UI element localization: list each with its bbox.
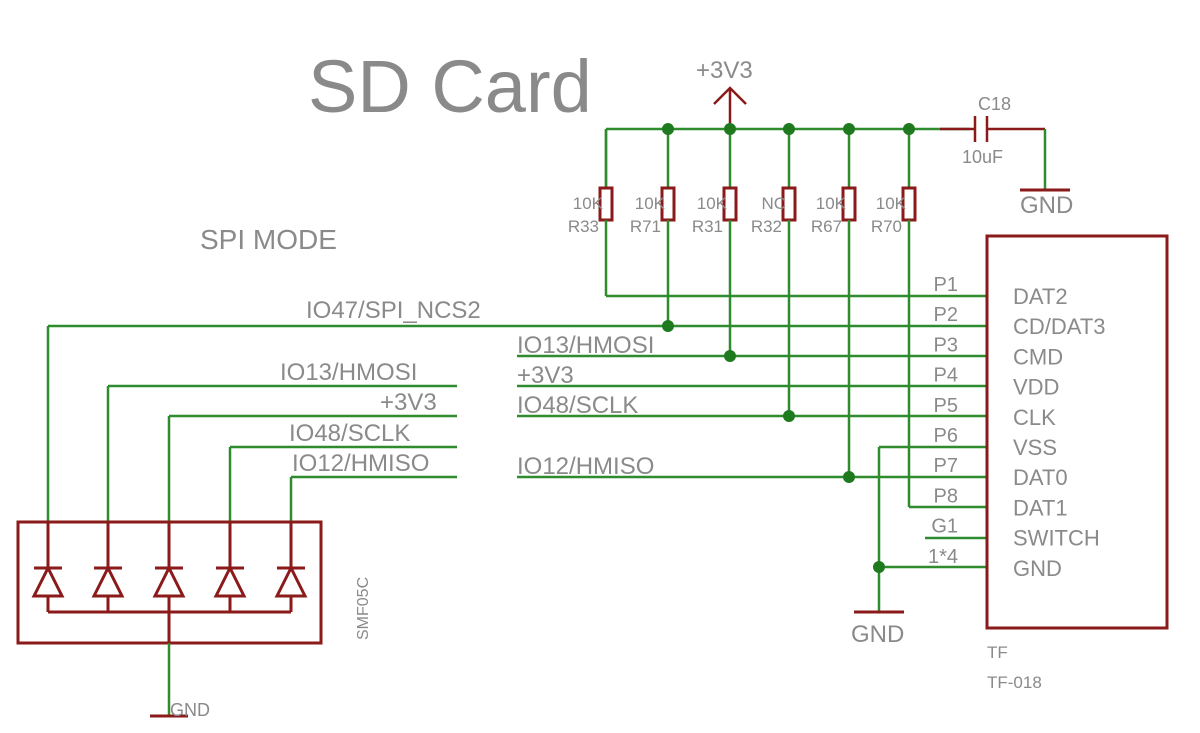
connector-pin: P3 CMD bbox=[934, 334, 1064, 369]
connector-name: TF bbox=[987, 643, 1008, 662]
resistor-value: 10K bbox=[635, 194, 666, 213]
resistor-ref: R31 bbox=[692, 217, 723, 236]
net-label-3v3: +3V3 bbox=[517, 362, 574, 389]
tvs-diode bbox=[31, 522, 65, 612]
resistor-value: 10K bbox=[876, 194, 907, 213]
pin-number: P1 bbox=[934, 274, 958, 296]
pin-name: DAT2 bbox=[1013, 284, 1068, 309]
connector-pin: P5 CLK bbox=[934, 395, 1057, 430]
resistor-value: 10K bbox=[816, 194, 847, 213]
pin-number: P8 bbox=[934, 485, 958, 507]
pin-name: VSS bbox=[1013, 435, 1057, 460]
tvs-diode bbox=[91, 522, 125, 612]
pin-number: P6 bbox=[934, 425, 958, 447]
pin-number: G1 bbox=[931, 516, 958, 538]
net-label-ncs2: IO47/SPI_NCS2 bbox=[306, 297, 481, 324]
tvs-net-hmosi: IO13/HMOSI bbox=[280, 359, 417, 386]
net-label-sclk: IO48/SCLK bbox=[517, 392, 638, 419]
connector-part: TF-018 bbox=[987, 673, 1042, 692]
tvs-net-sclk: IO48/SCLK bbox=[289, 420, 410, 447]
resistor-r32: NC R32 bbox=[751, 129, 797, 236]
capacitor-value: 10uF bbox=[962, 147, 1003, 167]
connector-pin: P8 DAT1 bbox=[934, 485, 1068, 520]
pin-number: P5 bbox=[934, 395, 958, 417]
power-label: +3V3 bbox=[696, 57, 753, 84]
capacitor-gnd-label: GND bbox=[1020, 192, 1073, 219]
pin-number: P7 bbox=[934, 455, 958, 477]
resistor-ref: R32 bbox=[751, 217, 782, 236]
connector-pin: P4 VDD bbox=[934, 365, 1060, 400]
pin-name: VDD bbox=[1013, 375, 1059, 400]
net-label-hmiso: IO12/HMISO bbox=[517, 453, 654, 480]
resistor-value: 10K bbox=[697, 194, 728, 213]
connector-pin: G1 SWITCH bbox=[931, 516, 1099, 551]
connector-pin: P7 DAT0 bbox=[934, 455, 1068, 490]
signal-wires: GND bbox=[46, 220, 987, 648]
resistor-ref: R70 bbox=[871, 217, 902, 236]
mode-label: SPI MODE bbox=[200, 224, 337, 255]
connector-pin: P2 CD/DAT3 bbox=[934, 304, 1106, 339]
tvs-gnd-label: GND bbox=[170, 700, 210, 720]
capacitor-c18: C18 10uF GND bbox=[940, 94, 1073, 219]
pin-name: GND bbox=[1013, 556, 1062, 581]
pin-name: CMD bbox=[1013, 344, 1063, 369]
pin-name: DAT1 bbox=[1013, 495, 1068, 520]
capacitor-ref: C18 bbox=[978, 94, 1011, 114]
connector-pin: P1 DAT2 bbox=[934, 274, 1068, 309]
pin-number: P4 bbox=[934, 365, 958, 387]
net-label-hmosi: IO13/HMOSI bbox=[517, 332, 654, 359]
resistor-ref: R71 bbox=[630, 217, 661, 236]
tvs-part-label: SMF05C bbox=[355, 577, 372, 640]
tvs-net-3v3: +3V3 bbox=[380, 389, 437, 416]
pin-name: CD/DAT3 bbox=[1013, 314, 1106, 339]
schematic-title: SD Card bbox=[308, 45, 592, 128]
tvs-diode bbox=[274, 522, 308, 612]
connector-pin: 1*4 GND bbox=[928, 546, 1062, 581]
resistor-ref: R67 bbox=[811, 217, 842, 236]
resistor-ref: R33 bbox=[568, 217, 599, 236]
pin-name: CLK bbox=[1013, 405, 1056, 430]
tvs-net-hmiso: IO12/HMISO bbox=[292, 450, 429, 477]
pin-name: DAT0 bbox=[1013, 465, 1068, 490]
tvs-array-smf05c: IO13/HMOSI +3V3 IO48/SCLK IO12/HMISO GND… bbox=[16, 359, 457, 720]
power-symbol-3v3: +3V3 bbox=[696, 57, 753, 128]
connector-gnd-label: GND bbox=[851, 621, 904, 648]
pin-number: P3 bbox=[934, 334, 958, 356]
connector-net-labels: IO13/HMOSI +3V3 IO48/SCLK IO12/HMISO IO4… bbox=[306, 297, 654, 480]
resistor-value: 10K bbox=[573, 194, 604, 213]
tvs-diode bbox=[152, 522, 186, 612]
pin-number: 1*4 bbox=[928, 546, 958, 568]
pin-name: SWITCH bbox=[1013, 526, 1100, 551]
tvs-diode bbox=[213, 522, 247, 612]
connector-pin: P6 VSS bbox=[934, 425, 1058, 460]
pin-number: P2 bbox=[934, 304, 958, 326]
junctions bbox=[662, 123, 915, 573]
resistor-value: NC bbox=[761, 194, 786, 213]
